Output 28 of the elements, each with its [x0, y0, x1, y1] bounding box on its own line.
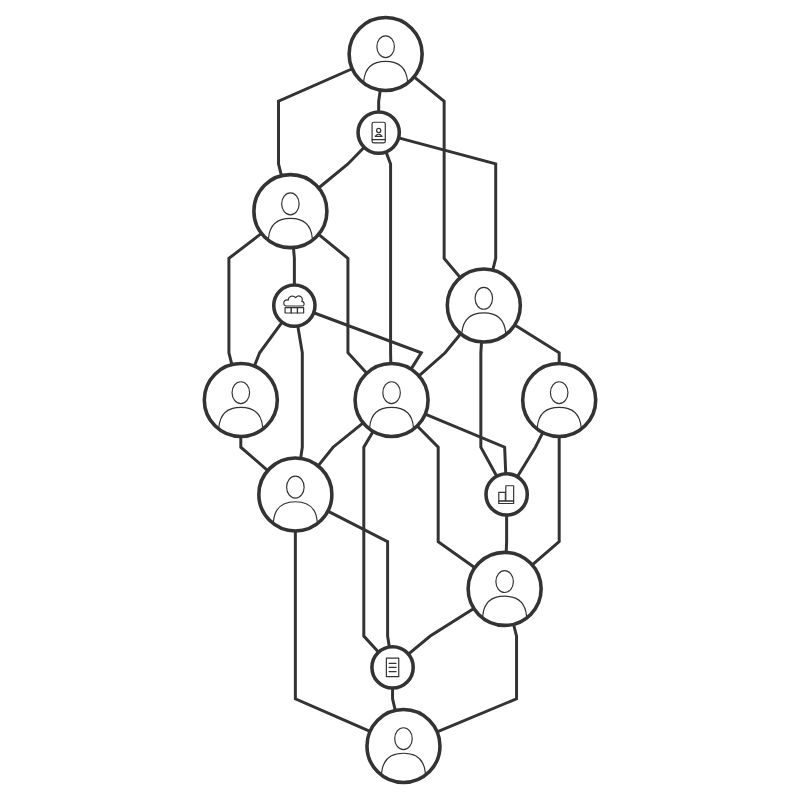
connector-line	[239, 436, 269, 472]
connector-line	[227, 232, 263, 365]
connector-line	[362, 430, 380, 654]
connector-line	[377, 89, 382, 112]
connector-line	[417, 332, 462, 377]
connector-line	[407, 607, 475, 656]
connector-line	[384, 151, 393, 364]
connector-line	[391, 688, 397, 711]
connector-line	[398, 136, 498, 271]
connector-line	[296, 325, 304, 459]
connector-line	[291, 247, 296, 285]
connector-line	[317, 233, 368, 375]
connector-line	[516, 431, 545, 478]
connector-line	[317, 146, 366, 190]
connector-line	[293, 530, 371, 733]
connector-line	[316, 421, 365, 467]
connector-line	[424, 412, 508, 474]
connector-line	[504, 515, 509, 553]
connector-line	[327, 509, 391, 648]
connector-line	[479, 341, 499, 478]
connector-line	[252, 321, 284, 367]
connector-line	[436, 623, 519, 734]
connector-line	[531, 436, 561, 567]
connector-line	[413, 75, 462, 279]
connector-line	[313, 311, 424, 370]
connector-line	[513, 323, 561, 364]
connector-line	[277, 67, 353, 177]
connector-line	[416, 424, 476, 569]
